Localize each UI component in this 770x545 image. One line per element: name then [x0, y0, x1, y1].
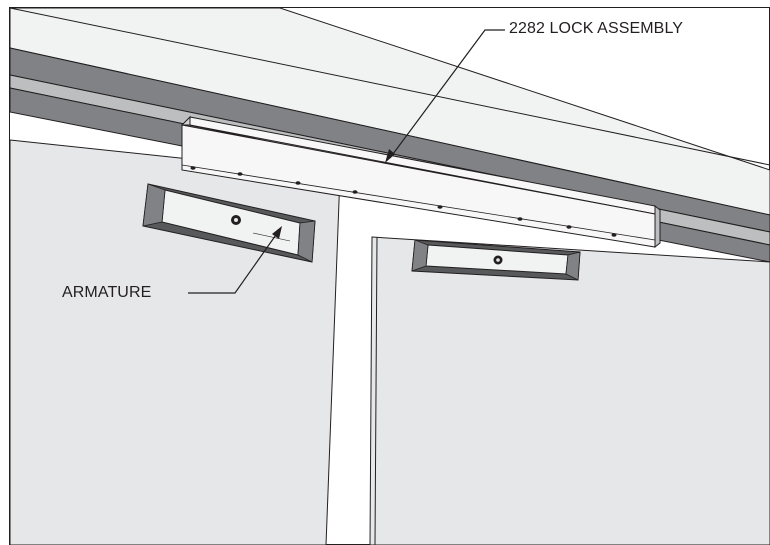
arrowheads [272, 149, 395, 239]
armature-label: ARMATURE [62, 284, 152, 301]
lock-assembly-face [180, 115, 191, 126]
callout-leaders [188, 29, 505, 294]
armature-arrowhead [272, 226, 282, 239]
lock-assembly-end [654, 204, 661, 249]
lock-assembly-bottom-edge [181, 164, 656, 241]
right-door-leaf [369, 236, 770, 545]
lock-assembly-arrowhead [385, 149, 395, 163]
armature-left [142, 183, 316, 263]
ceiling-surface [9, 7, 770, 216]
armature-right [411, 239, 581, 281]
ceiling-edge-line [9, 7, 770, 166]
lock-assembly-leader [389, 29, 505, 159]
frame-header-top [9, 47, 770, 233]
mounting-holes [190, 166, 617, 237]
lock-assembly-label: 2282 LOCK ASSEMBLY [509, 20, 684, 37]
right-door-edge [374, 236, 378, 545]
armature-leader [188, 231, 279, 294]
